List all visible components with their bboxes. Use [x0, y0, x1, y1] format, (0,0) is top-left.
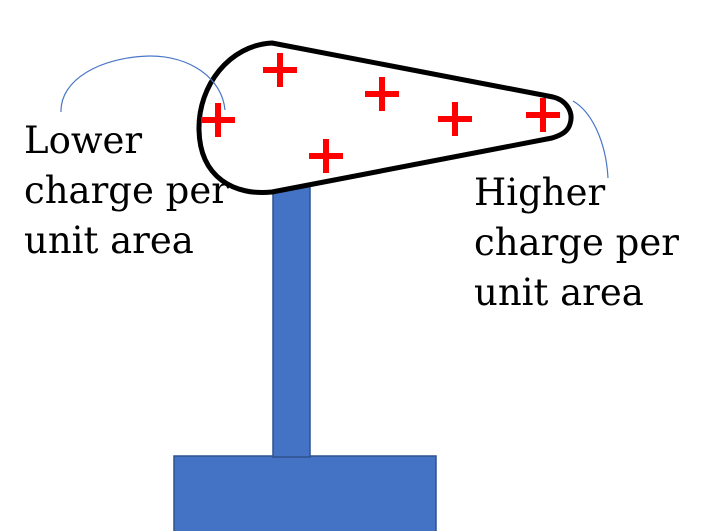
lower-charge-label-line-2: charge per [24, 169, 229, 212]
plus-charge-icon [526, 98, 560, 132]
plus-charge-icon [263, 53, 297, 87]
lower-charge-label-line-3: unit area [24, 219, 194, 262]
plus-charge-icon [365, 77, 399, 111]
plus-charge-icon [438, 102, 472, 136]
positive-charges [201, 53, 560, 173]
higher-charge-label: Higher charge per unit area [474, 168, 679, 318]
pear-shaped-conductor [196, 40, 574, 196]
higher-charge-label-line-1: Higher [474, 171, 606, 214]
lower-charge-label: Lower charge per unit area [24, 116, 229, 266]
higher-charge-label-line-2: charge per [474, 221, 679, 264]
stand-column [272, 185, 311, 458]
lower-charge-label-line-1: Lower [24, 119, 143, 162]
higher-charge-label-line-3: unit area [474, 271, 644, 314]
stand-base [173, 455, 437, 531]
leader-line-right [572, 100, 609, 179]
plus-charge-icon [201, 103, 235, 137]
plus-charge-icon [309, 139, 343, 173]
leader-line-left [60, 55, 226, 113]
